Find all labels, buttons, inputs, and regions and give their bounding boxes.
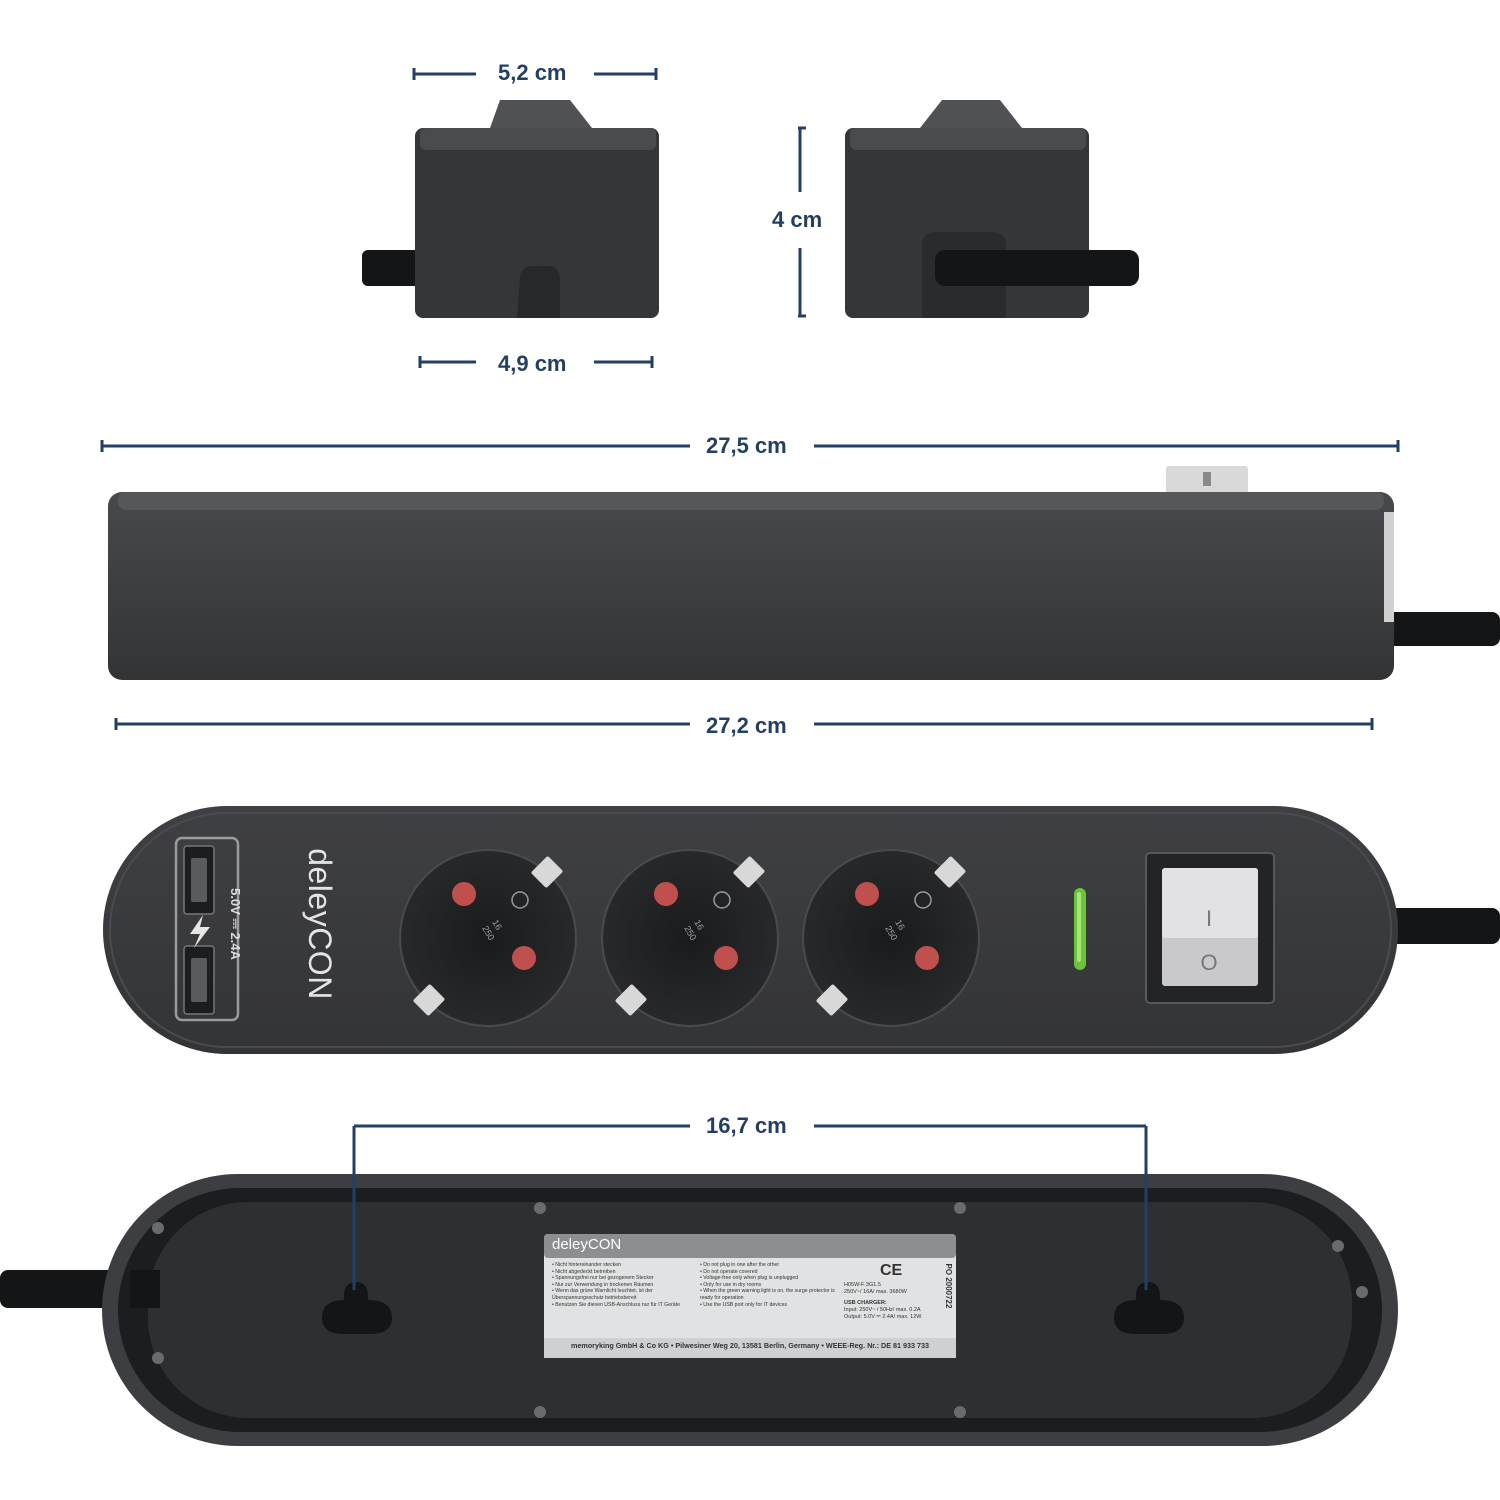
cable-right-end (935, 250, 1139, 286)
label-usb-input: Input: 250V~ / 50Hz/ max. 0.2A (844, 1307, 921, 1313)
screws (152, 1202, 1368, 1418)
earth-symbol (511, 891, 529, 909)
label-note: • Spannungsfrei nur bei gezogenem Stecke… (552, 1275, 654, 1282)
earth-clip-bottom (816, 984, 848, 1016)
earth-clip-bottom (413, 984, 445, 1016)
earth-clip-top (934, 856, 966, 888)
label-cable-spec: H05W-F 3G1.5 (844, 1282, 881, 1288)
label-note: • Voltage-free only when plug is unplugg… (700, 1275, 799, 1282)
front-cable (1380, 908, 1500, 944)
switch-on-mark: I (1205, 906, 1213, 931)
side-cable (1380, 612, 1500, 646)
label-usb-heading: USB CHARGER: (844, 1300, 887, 1306)
label-specs: CE H05W-F 3G1.5 250V~/ 16A/ max. 3680W U… (844, 1262, 944, 1321)
cable-notch (517, 266, 560, 318)
usb-ports (174, 836, 240, 1022)
label-power-spec: 250V~/ 16A/ max. 3680W (844, 1289, 907, 1295)
label-note: • Wenn das grüne Warnlicht leuchtet, ist… (552, 1288, 653, 1301)
earth-symbol (914, 891, 932, 909)
rocker-switch (1145, 852, 1275, 1004)
dimension-height: 4 cm (772, 207, 823, 232)
label-usb-output: Output: 5.0V ⎓ 2.4A/ max. 12W (844, 1314, 922, 1320)
usb-rating: 5.0V ⎓ 2.4A (228, 888, 243, 960)
label-manufacturer: memoryking GmbH & Co KG • Pilwesiner Weg… (570, 1341, 929, 1350)
rocker-switch-side (490, 100, 592, 128)
pin-hole (714, 946, 738, 970)
ce-mark: CE (880, 1262, 903, 1279)
switch-off-mark: O (1200, 950, 1218, 975)
pin-hole (915, 946, 939, 970)
dimension-lines-top (412, 68, 806, 368)
earth-symbol (713, 891, 731, 909)
label-note: • Nicht abgedeckt betreiben (552, 1268, 616, 1275)
label-brand: deleyCON (552, 1236, 622, 1253)
dimension-top-width: 5,2 cm (498, 60, 567, 85)
pin-hole (512, 946, 536, 970)
lightning-icon (190, 915, 210, 948)
label-english-notes: • Do not plug in one after the other• Do… (700, 1262, 836, 1308)
dimension-total-length: 27,5 cm (706, 433, 787, 458)
earth-clip-top (531, 856, 563, 888)
dimension-lines-bottom (352, 1124, 1148, 1290)
label-note: • Do not operate covered (700, 1268, 758, 1275)
brand-logo: deleyCON (302, 848, 338, 1000)
dimension-bottom-width: 4,9 cm (498, 351, 567, 376)
keyhole-mount-left (322, 1282, 392, 1334)
label-note: • Nicht hintereinander stecken (552, 1262, 622, 1268)
bottom-view (0, 1174, 1398, 1446)
keyhole-mount-right (1114, 1282, 1184, 1334)
earth-clip-bottom (615, 984, 647, 1016)
rating-label (544, 1234, 956, 1358)
pin-hole (654, 882, 678, 906)
cable-left-end (362, 250, 422, 286)
pin-hole (855, 882, 879, 906)
rocker-switch-side (920, 100, 1022, 128)
earth-clip-top (733, 856, 765, 888)
label-note: • Benutzen Sie diesen USB-Anschluss nur … (552, 1301, 681, 1308)
socket-rating-amps: 16 (490, 918, 504, 932)
side-view (108, 466, 1500, 680)
label-note: • Use the USB port only for IT devices (700, 1301, 788, 1308)
label-note: • Only for use in dry rooms (700, 1281, 762, 1288)
label-note: • When the green warning light is on, th… (700, 1288, 835, 1301)
dimension-body-length: 27,2 cm (706, 713, 787, 738)
end-view-left (362, 100, 659, 318)
pin-hole (452, 882, 476, 906)
socket-rating-amps: 16 (692, 918, 706, 932)
dimension-mount-distance: 16,7 cm (706, 1113, 787, 1138)
dimension-lines-side (100, 440, 1400, 730)
label-note: • Nur zur Verwendung in trockenen Räumen (552, 1281, 654, 1288)
end-view-right (845, 100, 1139, 318)
label-po-number: PO 2000722 (944, 1263, 953, 1309)
label-german-notes: • Nicht hintereinander stecken• Nicht ab… (552, 1262, 692, 1308)
label-note: • Do not plug in one after the other (700, 1262, 780, 1268)
socket-rating-amps: 16 (893, 918, 907, 932)
